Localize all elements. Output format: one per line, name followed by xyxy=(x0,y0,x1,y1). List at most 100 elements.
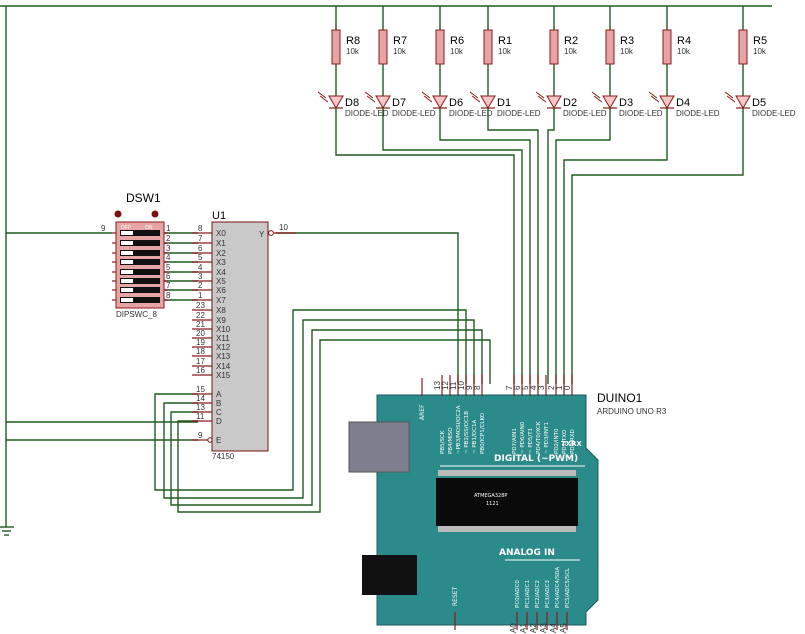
reset-label: RESET xyxy=(452,586,459,606)
arduino-pin-number: 5 xyxy=(521,385,530,390)
mux-input-pin: 16 xyxy=(196,366,205,375)
arduino-pin-number: 13 xyxy=(433,381,442,390)
mux-input-pin: 2 xyxy=(198,281,203,290)
mux-input-label: X15 xyxy=(216,371,231,380)
arduino-analog-pin: A2 xyxy=(529,623,538,633)
arduino-analog-label: PC0/ADC0 xyxy=(515,580,521,608)
arduino-pin-number: 1 xyxy=(555,385,564,390)
switch-slot[interactable] xyxy=(120,240,160,246)
resistor-value: 10k xyxy=(620,47,634,56)
switch-slot[interactable] xyxy=(120,297,160,303)
arduino-pin-number: 10 xyxy=(457,381,466,390)
mux-input-label: X12 xyxy=(216,343,231,352)
arduino-pin-number: 9 xyxy=(465,385,474,390)
switch-toggle[interactable] xyxy=(121,270,133,274)
led-ref: D3 xyxy=(619,97,633,109)
switch-ref: DSW1 xyxy=(126,191,161,205)
arduino-pin-label: PB5/SCK xyxy=(440,430,446,454)
arduino-pin-number: 8 xyxy=(473,385,482,390)
multiplexer: U1 74150 Y 10 X0X1X2X3X4X5X6X7X823X922X1… xyxy=(192,210,296,461)
arduino-ref: DUINO1 xyxy=(597,391,643,405)
switch-toggle[interactable] xyxy=(121,251,133,255)
mux-select-label: A xyxy=(216,390,222,399)
arduino-analog-pin: A3 xyxy=(539,623,548,633)
resistor-value: 10k xyxy=(346,47,360,56)
switch-toggle[interactable] xyxy=(121,231,133,235)
mux-input-pin: 23 xyxy=(196,301,205,310)
led-type: DIODE-LED xyxy=(752,109,796,118)
switch-slot[interactable] xyxy=(120,287,160,293)
switch-pin: 5 xyxy=(166,263,171,272)
arduino-pin-label: ~ PB1/OC1A xyxy=(472,420,478,454)
resistor-ref: R4 xyxy=(677,35,691,47)
mux-input-label: X4 xyxy=(216,268,226,277)
mux-out-bubble xyxy=(268,230,274,236)
switch-slot[interactable] xyxy=(120,230,160,236)
switch-toggle[interactable] xyxy=(121,298,133,302)
resistor-value: 10k xyxy=(393,47,407,56)
arduino-pin-number: 2 xyxy=(547,385,556,390)
analog-header: ANALOG IN xyxy=(499,548,555,558)
switch-on-label: ON xyxy=(145,225,153,231)
mux-input-pin: 6 xyxy=(198,244,203,253)
switch-common-pin: 9 xyxy=(101,224,106,233)
switch-slot[interactable] xyxy=(120,269,160,275)
enable-bubble xyxy=(207,437,213,443)
digital-header: DIGITAL (~PWM) xyxy=(494,454,578,464)
arduino-pin-number: 6 xyxy=(513,385,522,390)
led-type: DIODE-LED xyxy=(449,109,493,118)
arduino-pin-number: 0 xyxy=(563,385,572,390)
resistor-ref: R7 xyxy=(393,35,407,47)
mux-input-label: X3 xyxy=(216,258,226,267)
resistor-body xyxy=(549,29,559,65)
arduino-part: ARDUINO UNO R3 xyxy=(597,407,667,416)
mux-select-label: C xyxy=(216,408,222,417)
switch-pin: 3 xyxy=(166,244,171,253)
arduino-analog-pin: A5 xyxy=(559,623,568,633)
switch-toggle[interactable] xyxy=(121,279,133,283)
switch-toggle[interactable] xyxy=(121,288,133,292)
resistor-body xyxy=(605,29,615,65)
switch-pin: 2 xyxy=(166,234,171,243)
led-ref: D4 xyxy=(676,97,690,109)
switch-slot[interactable] xyxy=(120,278,160,284)
mux-select-pin: 13 xyxy=(196,403,205,412)
mux-input-label: X9 xyxy=(216,316,226,325)
mux-input-label: X14 xyxy=(216,362,231,371)
switch-toggle[interactable] xyxy=(121,260,133,264)
mux-input-pin: 3 xyxy=(198,272,203,281)
mux-input-pin: 8 xyxy=(198,224,203,233)
resistor-body xyxy=(662,29,672,65)
arduino-pin-number: 7 xyxy=(505,385,514,390)
arduino-pin-label: ~ PD6/AIN0 xyxy=(520,421,526,454)
arduino-analog-pin: A4 xyxy=(549,623,558,633)
mux-input-pin: 21 xyxy=(196,320,205,329)
led-ref: D6 xyxy=(449,97,463,109)
mux-select-pin: 15 xyxy=(196,385,205,394)
led-ref: D2 xyxy=(563,97,577,109)
arduino-analog-pin: A1 xyxy=(519,623,528,633)
mux-input-label: X0 xyxy=(216,229,226,238)
switch-slot[interactable] xyxy=(120,259,160,265)
led-triangle xyxy=(375,95,391,109)
led-type: DIODE-LED xyxy=(619,109,663,118)
usb-connector xyxy=(348,421,410,473)
switch-slot[interactable] xyxy=(120,250,160,256)
led-ref: D8 xyxy=(345,97,359,109)
arduino-analog-label: PC1/ADC1 xyxy=(525,580,531,608)
resistor-value: 10k xyxy=(564,47,578,56)
led-type: DIODE-LED xyxy=(497,109,541,118)
switch-toggle[interactable] xyxy=(121,241,133,245)
led-triangle xyxy=(546,95,562,109)
resistor-body xyxy=(738,29,748,65)
mux-select-label: B xyxy=(216,399,221,408)
led-type: DIODE-LED xyxy=(392,109,436,118)
arduino-analog-pin: A0 xyxy=(509,623,518,633)
led-ref: D7 xyxy=(392,97,406,109)
led-type: DIODE-LED xyxy=(345,109,389,118)
